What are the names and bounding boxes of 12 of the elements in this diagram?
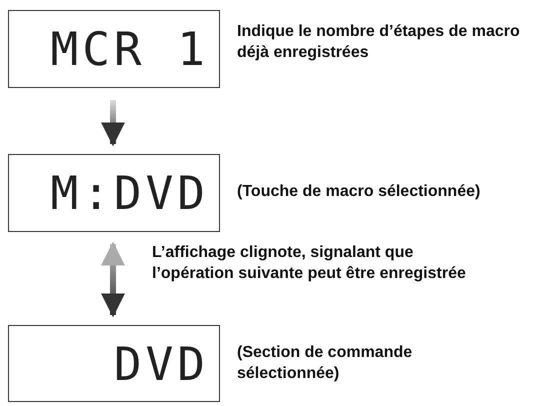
lcd-display — [8, 154, 220, 232]
display-readout: DVD — [114, 340, 209, 386]
arrow — [101, 242, 125, 318]
display-readout: MCR 1 — [50, 26, 209, 72]
display-note: Indique le nombre d’étapes de macro déjà enregistrées — [237, 22, 521, 63]
display-readout: M:DVD — [50, 170, 209, 216]
lcd-display — [8, 325, 220, 402]
display-note: (Touche de macro sélectionnée) — [237, 182, 482, 202]
display-note: (Section de commande sélectionnée) — [237, 343, 414, 384]
edge-label: L’affichage clignote, signalant que l’opération suivante peut être enregistrée — [152, 243, 467, 284]
lcd-display — [8, 10, 220, 88]
arrow — [101, 100, 125, 146]
